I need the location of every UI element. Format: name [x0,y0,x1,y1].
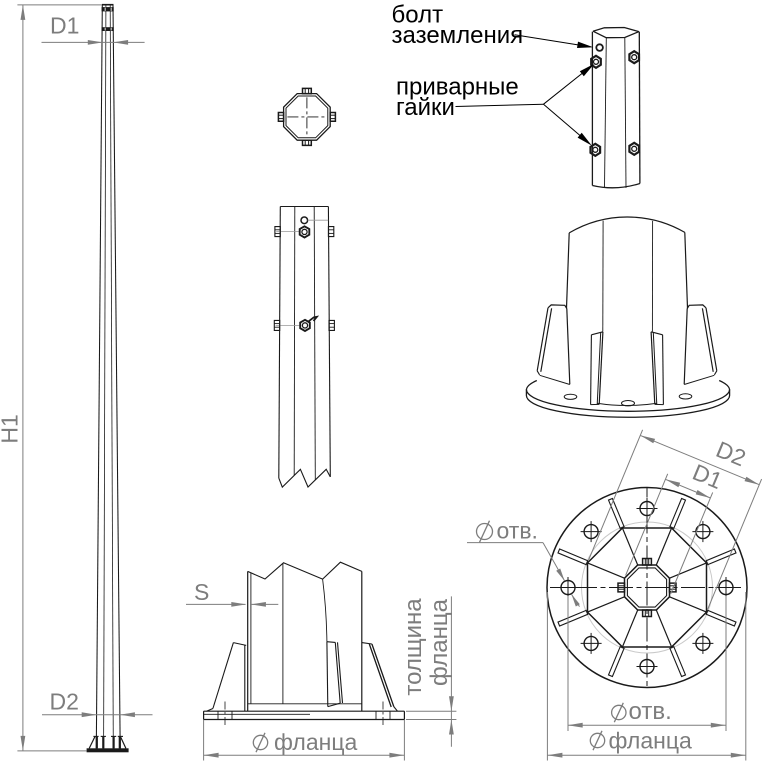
svg-text:гайки: гайки [396,94,455,121]
svg-text:фланца: фланца [274,729,358,755]
svg-text:заземления: заземления [392,22,524,49]
svg-text:отв.: отв. [497,518,538,544]
svg-text:приварные: приварные [396,73,519,100]
svg-text:отв.: отв. [629,698,672,725]
svg-text:фланца: фланца [609,728,693,754]
svg-text:D1: D1 [50,13,79,39]
svg-text:фланца: фланца [426,598,453,686]
svg-text:D1: D1 [689,459,726,494]
svg-text:толщина: толщина [400,598,427,696]
svg-text:болт: болт [392,1,444,28]
svg-text:H1: H1 [0,414,23,443]
svg-text:D2: D2 [50,689,79,715]
svg-text:S: S [194,579,209,605]
